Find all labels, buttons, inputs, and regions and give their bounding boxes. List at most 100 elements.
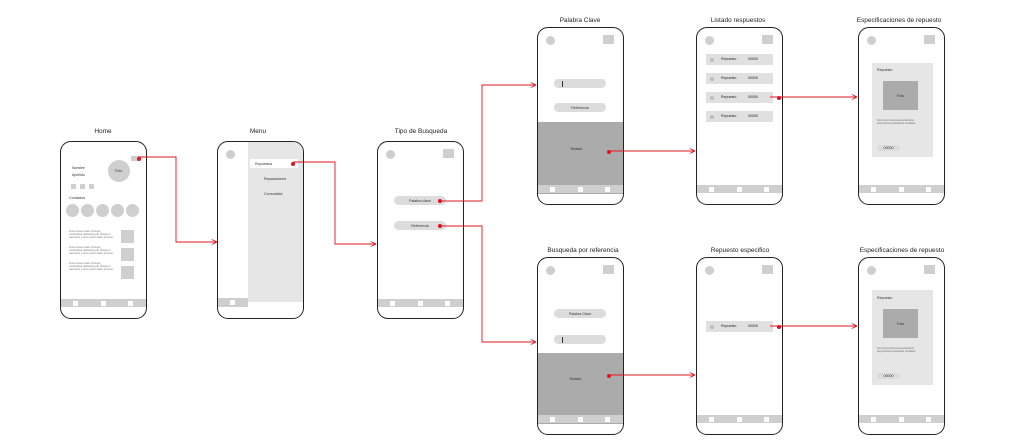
option-referencia[interactable]: Referencia bbox=[394, 221, 446, 230]
bottom-nav bbox=[378, 299, 463, 307]
avatar-placeholder bbox=[867, 266, 876, 275]
referencia-button[interactable]: Referencia bbox=[554, 103, 606, 112]
menu-placeholder bbox=[762, 265, 773, 274]
keyword-input[interactable] bbox=[554, 79, 606, 88]
code-badge: 00000 bbox=[877, 373, 900, 379]
contact-avatar[interactable] bbox=[111, 204, 124, 217]
bottom-nav bbox=[538, 185, 623, 193]
post-text: Lorem ipsum dolor sit amet, consectetur … bbox=[69, 246, 113, 256]
screen-title-espec1: Especificaciones de repuesto bbox=[856, 17, 942, 24]
avatar: Foto bbox=[108, 160, 130, 182]
menu-drawer bbox=[248, 142, 303, 302]
screen-title-tipo: Tipo de Busqueda bbox=[394, 128, 448, 135]
menu-item-reparaciones[interactable]: Reparaciones bbox=[264, 177, 287, 181]
stat-box bbox=[89, 184, 94, 189]
bottom-nav bbox=[697, 415, 782, 423]
link-dot bbox=[607, 374, 611, 378]
post-text: Lorem ipsum dolor sit amet, consectetur … bbox=[69, 262, 113, 272]
repuesto-label: Repuesto bbox=[877, 296, 893, 300]
phone-especificaciones-1: Repuesto Foto Descripcionderepuestodetal… bbox=[858, 27, 945, 205]
menu-placeholder bbox=[924, 265, 935, 274]
menu-item-repuestos[interactable]: Repuestos bbox=[255, 161, 273, 166]
keyboard-label: Teclado bbox=[569, 377, 582, 381]
avatar-placeholder bbox=[705, 36, 714, 45]
menu-placeholder bbox=[603, 35, 614, 44]
avatar-placeholder bbox=[226, 150, 235, 159]
avatar-placeholder bbox=[546, 36, 555, 45]
phone-especificaciones-2: Repuesto Foto Descripcionderepuestodetal… bbox=[858, 257, 945, 435]
stat-box bbox=[71, 184, 76, 189]
bottom-nav bbox=[61, 299, 146, 307]
phone-busqueda-referencia: Palabra Clave Teclado bbox=[537, 257, 624, 435]
screen-title-repuesto-esp: Repuesto especifico bbox=[710, 247, 770, 254]
detail-card bbox=[872, 63, 933, 157]
bottom-nav bbox=[697, 185, 782, 193]
screen-title-home: Home bbox=[94, 128, 112, 135]
contacts-label: Contactos bbox=[69, 196, 86, 200]
phone-tipo-busqueda: Palabra clave Referencia bbox=[377, 141, 464, 319]
contact-avatar[interactable] bbox=[81, 204, 94, 217]
screen-title-palabra: Palabra Clave bbox=[559, 17, 601, 24]
menu-placeholder bbox=[443, 149, 454, 158]
photo-placeholder bbox=[883, 81, 918, 110]
bottom-nav bbox=[218, 298, 248, 307]
code-badge: 00000 bbox=[877, 145, 900, 151]
keyboard-label: Teclado bbox=[570, 147, 583, 151]
phone-palabra-clave: Referencia Teclado bbox=[537, 27, 624, 205]
bottom-nav bbox=[859, 415, 944, 423]
screen-title-espec2: Especificaciones de repuesto bbox=[859, 247, 945, 254]
photo-placeholder bbox=[883, 309, 918, 338]
screen-title-listado: Listado respuestos bbox=[710, 17, 766, 24]
photo-label: Foto bbox=[897, 322, 905, 326]
surname-label: Apellido bbox=[72, 173, 85, 177]
keyboard[interactable] bbox=[538, 353, 623, 424]
post-image bbox=[121, 266, 134, 279]
contact-avatar[interactable] bbox=[96, 204, 109, 217]
contact-avatar[interactable] bbox=[126, 204, 139, 217]
link-dot bbox=[291, 161, 295, 166]
avatar-placeholder bbox=[705, 266, 714, 275]
description-text: Descripcionderepuestodetallado Especific… bbox=[877, 119, 916, 126]
menu-item-repuestos-bg[interactable] bbox=[250, 159, 298, 168]
menu-placeholder bbox=[603, 265, 614, 274]
link-dot bbox=[607, 150, 611, 154]
description-text: Descripcionderepuestodetallado Especific… bbox=[877, 347, 916, 354]
palabra-clave-button[interactable]: Palabra Clave bbox=[554, 309, 606, 318]
name-label: Nombre bbox=[72, 166, 85, 170]
avatar-label: Foto bbox=[115, 169, 123, 173]
bottom-nav bbox=[538, 415, 623, 423]
reference-input[interactable] bbox=[554, 335, 606, 344]
post-image bbox=[121, 248, 134, 261]
connector-menu-tipo bbox=[293, 161, 375, 244]
menu-button[interactable] bbox=[131, 156, 139, 161]
screen-title-busqueda-ref: Busqueda por referencia bbox=[547, 247, 619, 254]
connector-tipo-palabra bbox=[441, 85, 535, 202]
screen-title-menu: Menu bbox=[249, 128, 267, 135]
post-image bbox=[121, 230, 134, 243]
bottom-nav bbox=[859, 185, 944, 193]
stat-box bbox=[80, 184, 85, 189]
photo-label: Foto bbox=[897, 94, 905, 98]
menu-placeholder bbox=[924, 35, 935, 44]
menu-placeholder bbox=[762, 35, 773, 44]
avatar-placeholder bbox=[386, 150, 395, 159]
avatar-placeholder bbox=[546, 266, 555, 275]
repuesto-label: Repuesto bbox=[877, 68, 893, 72]
menu-item-comunidad[interactable]: Comunidad bbox=[264, 192, 283, 196]
connector-home-menu bbox=[138, 156, 216, 242]
option-palabra-clave[interactable]: Palabra clave bbox=[394, 196, 446, 205]
connector-tipo-referencia bbox=[441, 225, 535, 342]
phone-menu: Repuestos Reparaciones Comunidad bbox=[217, 141, 304, 319]
keyboard[interactable] bbox=[538, 122, 623, 194]
contact-avatar[interactable] bbox=[66, 204, 79, 217]
link-dot bbox=[137, 156, 141, 161]
phone-home: Nombre Apellido Foto Contactos Lorem ips… bbox=[60, 141, 147, 319]
